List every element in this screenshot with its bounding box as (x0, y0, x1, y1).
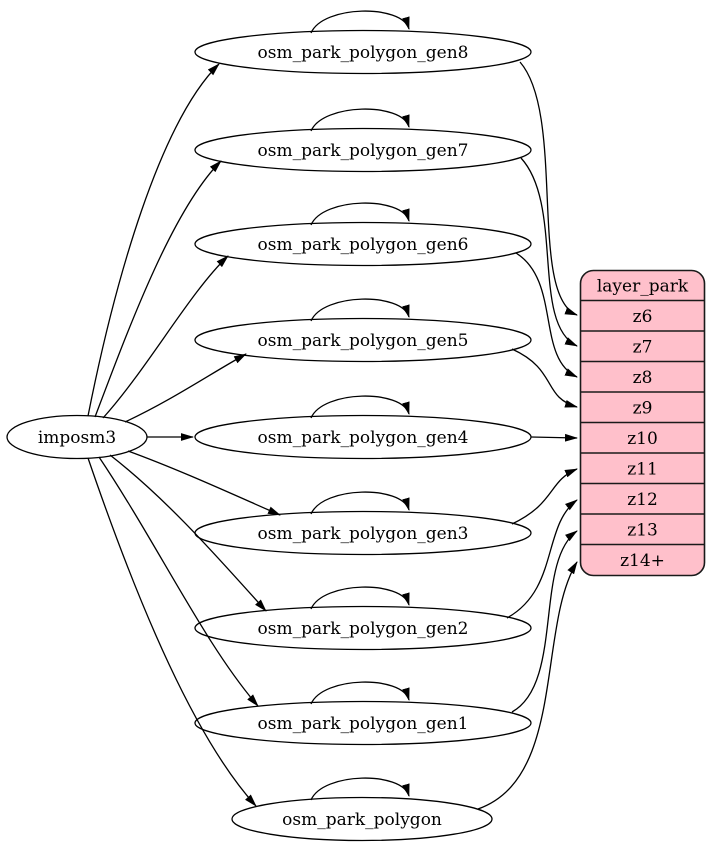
edge-imposm3-gen7 (94, 160, 222, 418)
gen2-label: osm_park_polygon_gen2 (258, 619, 469, 639)
edge-imposm3-gen1 (98, 456, 259, 707)
layer-park-row-z6: z6 (633, 307, 653, 327)
selfloop-gen7 (310, 108, 410, 132)
gen2-ellipse (194, 605, 532, 651)
layer-park-row-z9: z9 (633, 399, 653, 419)
node-imposm3: imposm3 (6, 414, 148, 460)
edge-imposm3-gen6 (102, 255, 229, 419)
selfloop-gen1 (310, 681, 410, 705)
layer-park-row-z7: z7 (633, 338, 653, 358)
gen6-ellipse (194, 221, 532, 267)
edge-gen7-z7 (520, 157, 578, 347)
layer-park-row-z13: z13 (627, 521, 658, 541)
selfloop-gen5 (310, 298, 410, 322)
gen7-label: osm_park_polygon_gen7 (258, 141, 469, 161)
edge-imposm3-gen5 (124, 353, 247, 423)
imposm3-label: imposm3 (38, 428, 116, 448)
edge-gen2-z12 (506, 499, 578, 619)
node-osm-park-polygon-gen2: osm_park_polygon_gen2 (194, 605, 532, 651)
edge-polygon-z14plus (477, 561, 578, 810)
gen1-label: osm_park_polygon_gen1 (258, 714, 469, 734)
selfloop-gen4 (310, 395, 410, 419)
selfloop-gen2 (310, 586, 410, 610)
polygon-ellipse (231, 796, 493, 842)
edge-gen5-z9 (511, 348, 578, 408)
nodes: imposm3 osm_park_polygon_gen8 osm_park_p… (6, 29, 532, 842)
gen6-label: osm_park_polygon_gen6 (258, 235, 469, 255)
layer-park-row-z14plus: z14+ (620, 551, 665, 571)
layer-park-row-z10: z10 (627, 429, 658, 449)
gen3-label: osm_park_polygon_gen3 (258, 524, 469, 544)
node-osm-park-polygon-gen1: osm_park_polygon_gen1 (194, 700, 532, 746)
edge-imposm3-gen3 (127, 450, 281, 516)
edge-gen1-z13 (511, 530, 578, 713)
edge-gen4-z10 (530, 433, 578, 442)
layer-park-title: layer_park (597, 277, 689, 297)
gen8-ellipse (194, 29, 532, 75)
selfloop-polygon (310, 777, 410, 801)
node-osm-park-polygon-gen5: osm_park_polygon_gen5 (194, 317, 532, 363)
edge-imposm3-polygon (87, 457, 257, 807)
selfloop-gen6 (310, 202, 410, 226)
gen5-label: osm_park_polygon_gen5 (258, 331, 469, 351)
node-osm-park-polygon-gen3: osm_park_polygon_gen3 (194, 510, 532, 556)
gen5-ellipse (194, 317, 532, 363)
edge-imposm3-gen8 (87, 63, 220, 417)
edge-gen8-z6 (519, 61, 578, 316)
layer-park-table: layer_park z6 z7 z8 z9 z10 z11 z12 z13 z… (579, 269, 706, 577)
node-osm-park-polygon-gen4: osm_park_polygon_gen4 (194, 414, 532, 460)
edge-gen3-z11 (511, 468, 578, 525)
gen8-label: osm_park_polygon_gen8 (258, 43, 469, 63)
selfloop-gen3 (310, 491, 410, 515)
edge-imposm3-gen2 (109, 454, 267, 612)
node-osm-park-polygon-gen8: osm_park_polygon_gen8 (194, 29, 532, 75)
node-osm-park-polygon-gen6: osm_park_polygon_gen6 (194, 221, 532, 267)
polygon-label: osm_park_polygon (282, 810, 442, 830)
edges (87, 10, 578, 810)
selfloop-gen8 (310, 10, 410, 34)
layer-park-row-z11: z11 (627, 460, 658, 480)
gen4-label: osm_park_polygon_gen4 (258, 428, 469, 448)
layer-park-row-z12: z12 (627, 490, 658, 510)
node-osm-park-polygon-gen7: osm_park_polygon_gen7 (194, 127, 532, 173)
gen7-ellipse (194, 127, 532, 173)
edge-gen6-z8 (515, 252, 578, 378)
layer-park-row-z8: z8 (633, 368, 653, 388)
gen1-ellipse (194, 700, 532, 746)
node-osm-park-polygon: osm_park_polygon (231, 796, 493, 842)
